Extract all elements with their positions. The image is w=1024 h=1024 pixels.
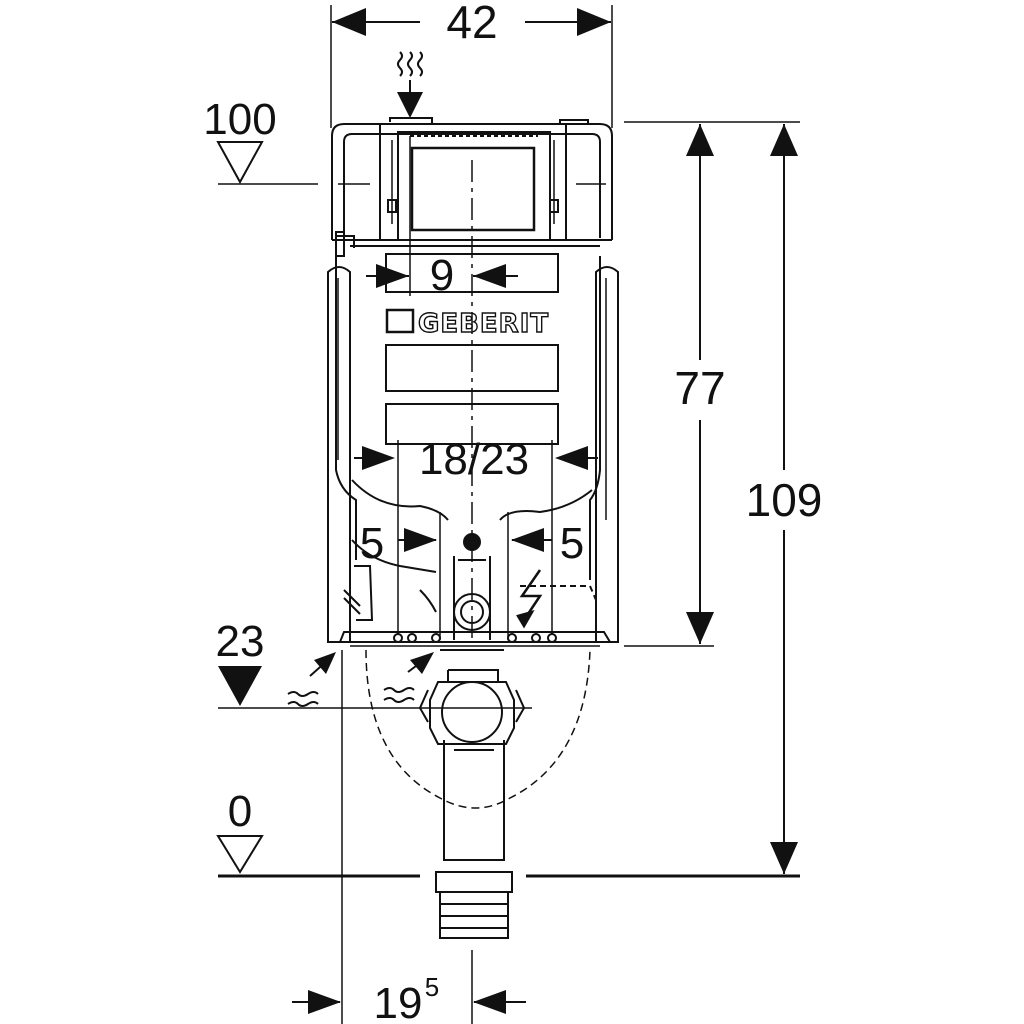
- cistern-frame: [327, 117, 619, 647]
- level-floor-label: 0: [228, 787, 252, 836]
- level-marker-icon: [216, 835, 264, 874]
- dimension-offsets: 5 5: [360, 512, 584, 640]
- support-spacing-label: 18/23: [419, 435, 529, 484]
- supply-arrow-left: [287, 652, 336, 707]
- bottom-offset-label: 19: [374, 979, 423, 1024]
- brand-logo: GEBERIT: [385, 308, 549, 340]
- left-offset-label: 5: [360, 519, 384, 568]
- dimension-bottom-offset: 19 5: [292, 650, 526, 1024]
- toilet-pan-outline: [365, 649, 591, 809]
- brand-name: GEBERIT: [418, 309, 549, 339]
- level-marker-icon: [216, 141, 264, 185]
- level-marker-floor: 0: [216, 787, 800, 878]
- level-marker-top: 100: [203, 95, 318, 185]
- dimension-support-spacing: 18/23: [354, 435, 598, 640]
- supply-arrow-center: [383, 652, 434, 703]
- level-middle-label: 23: [216, 617, 265, 666]
- actuator-label: 9: [430, 251, 454, 300]
- dimension-width: 42: [330, 0, 613, 128]
- right-offset-label: 5: [560, 519, 584, 568]
- water-inlet-icon: [397, 51, 423, 118]
- outlet-connector: [435, 871, 513, 939]
- level-top-label: 100: [203, 95, 276, 144]
- bottom-offset-superscript: 5: [425, 972, 439, 1002]
- height-total-label: 109: [746, 474, 823, 526]
- drain-assembly: [418, 533, 526, 861]
- mounting-bolts: [393, 633, 557, 643]
- width-label: 42: [446, 0, 497, 48]
- dimension-height-total: 109: [746, 124, 823, 874]
- height-upper-label: 77: [674, 362, 725, 414]
- level-marker-icon: [218, 666, 262, 706]
- dimension-height-upper: 77: [624, 121, 800, 647]
- level-marker-middle: 23: [216, 617, 532, 709]
- electric-icon: [516, 569, 543, 629]
